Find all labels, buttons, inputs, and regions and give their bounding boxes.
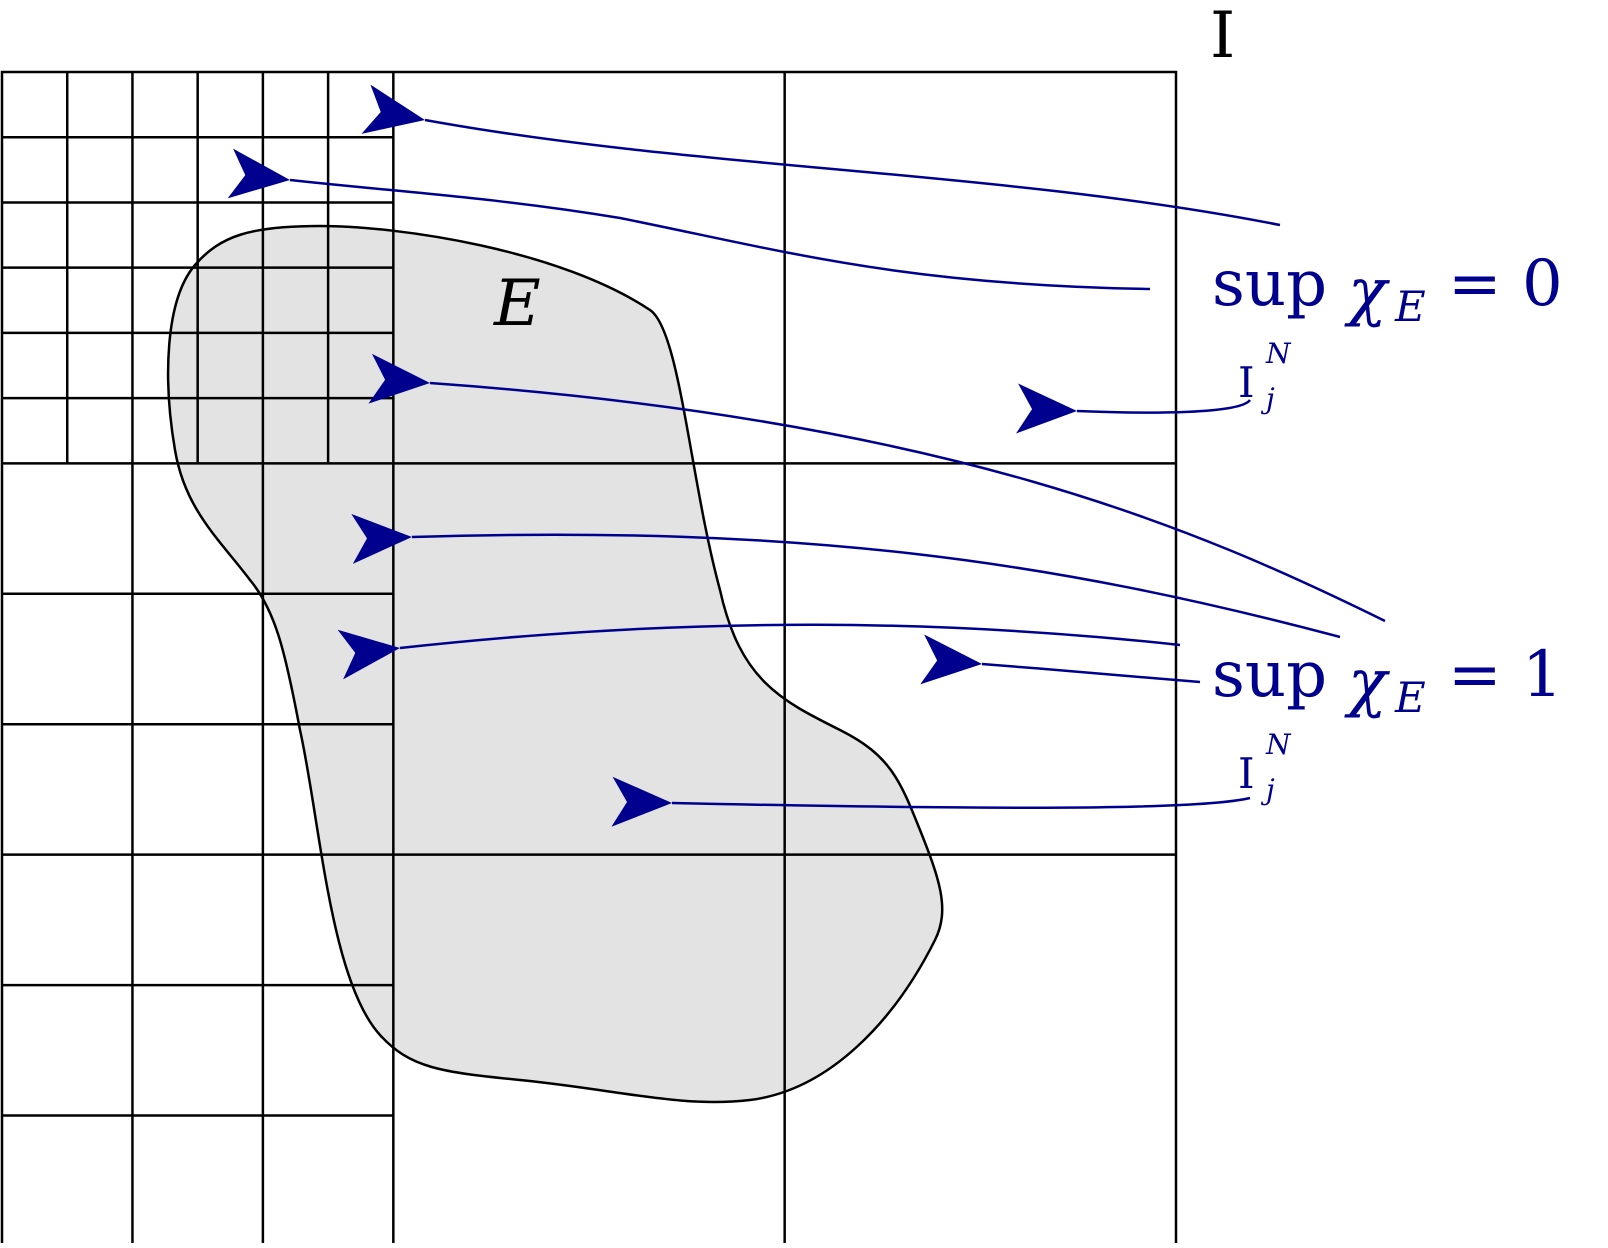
sup-subscript-cube-zero: I [1238,358,1255,407]
arrow-to-medium-cube-lower [337,623,1181,680]
chi-subscript-zero: E [1395,282,1426,331]
sup-subscript-j-one: j [1266,773,1275,806]
dyadic-grid [0,70,1178,1248]
outer-cube-label: I [1210,0,1236,73]
sup-subscript-n-one: N [1266,728,1291,761]
chi-symbol-one: χ [1348,646,1387,720]
arrow-to-fine-cube-in-e [368,353,1386,623]
sup-operator-zero: sup [1212,247,1328,321]
arrow-to-fine-cube-top [361,84,1281,227]
set-e-region [166,224,944,1104]
arrow-to-fine-cube-left [227,148,1151,291]
sup-subscript-cube-one: I [1238,749,1255,798]
arrow-to-coarse-cube-mid [920,634,1201,685]
sup-operator-one: sup [1212,638,1328,712]
chi-symbol-zero: χ [1348,255,1387,329]
arrow-to-coarse-cube-in-e [611,776,1251,827]
arrow-to-medium-cube-upper [351,513,1341,639]
sup-subscript-j-zero: j [1266,382,1275,415]
set-e-label: E [494,267,541,341]
arrow-to-coarse-cube-right [1016,383,1252,434]
sup-subscript-n-zero: N [1266,337,1291,370]
equals-zero: = 0 [1448,247,1563,321]
equals-one: = 1 [1448,638,1563,712]
chi-subscript-one: E [1395,673,1426,722]
arrow-group [227,84,1386,827]
